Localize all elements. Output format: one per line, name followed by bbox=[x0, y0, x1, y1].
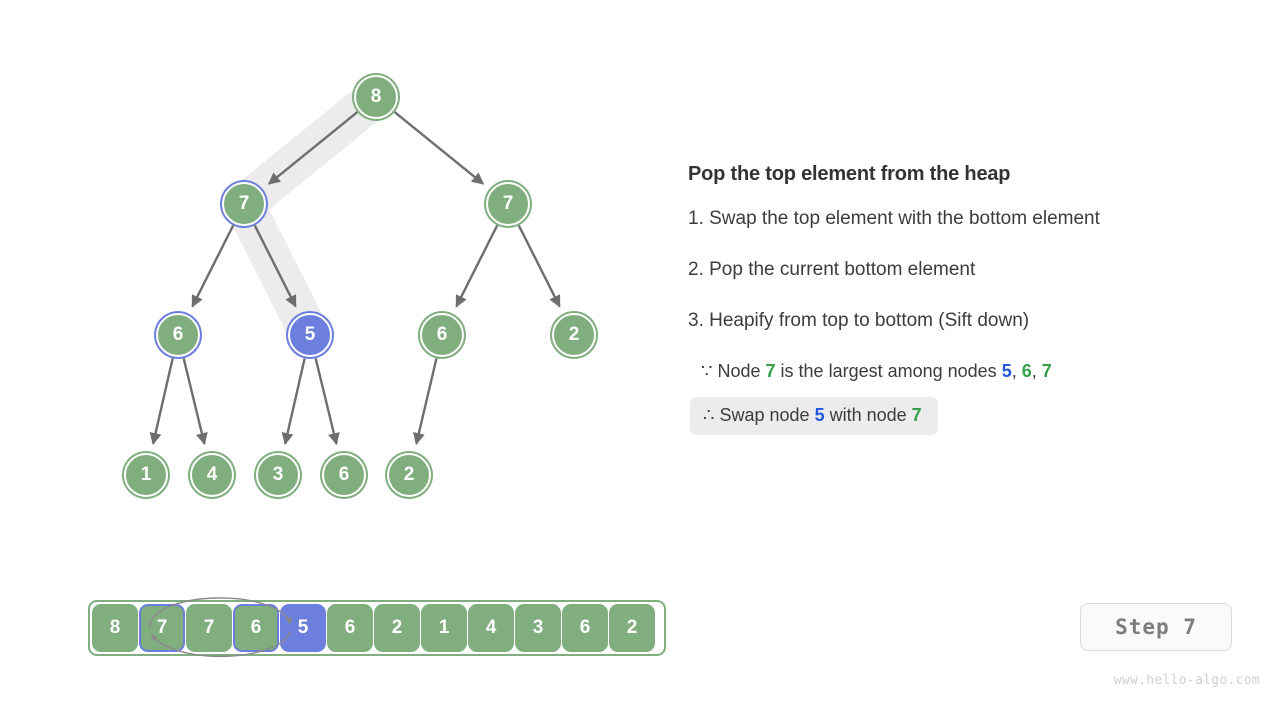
tree-diagram: 8 7 7 6 5 6 2 1 4 3 6 2 bbox=[0, 0, 680, 540]
array-frame bbox=[88, 600, 666, 656]
swap-arc-top bbox=[149, 597, 293, 629]
tree-node-n6: 2 bbox=[552, 313, 596, 357]
tree-edge bbox=[517, 224, 561, 308]
array-cell-3: 6 bbox=[233, 604, 279, 652]
tree-edge bbox=[412, 358, 438, 446]
explanation-panel: Pop the top element from the heap 1. Swa… bbox=[688, 163, 1248, 435]
step-badge: Step 7 bbox=[1080, 603, 1232, 651]
array-cell-0: 8 bbox=[92, 604, 138, 652]
array-cell-7: 1 bbox=[421, 604, 467, 652]
array-cell-1: 7 bbox=[139, 604, 185, 652]
tree-edge bbox=[455, 224, 499, 308]
array-cell-4: 5 bbox=[280, 604, 326, 652]
array-cell-8: 4 bbox=[468, 604, 514, 652]
array-cell-value: 7 bbox=[203, 617, 215, 638]
array-cell-2: 7 bbox=[186, 604, 232, 652]
reason-candidate-1: 6 bbox=[1021, 361, 1032, 381]
array-cell-list: 8 7 7 6 5 6 2 1 4 3 6 2 bbox=[92, 604, 655, 652]
array-cell-6: 2 bbox=[374, 604, 420, 652]
array-cell-value: 6 bbox=[579, 617, 591, 638]
highlight-path bbox=[224, 77, 396, 355]
array-cell-value: 4 bbox=[485, 617, 497, 638]
array-cell-11: 2 bbox=[609, 604, 655, 652]
swap-arc-indicator bbox=[149, 597, 293, 658]
tree-node-n7: 1 bbox=[124, 453, 168, 497]
tree-edge bbox=[149, 358, 174, 445]
tree-node-label: 7 bbox=[238, 193, 250, 214]
tree-node-n5: 6 bbox=[420, 313, 464, 357]
tree-edge bbox=[314, 358, 340, 446]
tree-node-label: 6 bbox=[172, 324, 184, 345]
because-symbol: ∵ bbox=[701, 361, 713, 381]
tree-node-n3: 6 bbox=[156, 313, 200, 357]
tree-edge bbox=[267, 111, 359, 185]
reason-candidate-0: 5 bbox=[1001, 361, 1012, 381]
tree-node-n1: 7 bbox=[222, 182, 266, 226]
tree-node-label: 3 bbox=[272, 464, 284, 485]
conclusion-value-b: 7 bbox=[911, 405, 922, 425]
heap-array-panel: 8 7 7 6 5 6 2 1 4 3 6 2 bbox=[88, 597, 666, 658]
page-title: Pop the top element from the heap bbox=[688, 163, 1011, 185]
array-cell-value: 3 bbox=[532, 617, 544, 638]
tree-edge-layer bbox=[149, 111, 561, 446]
watermark: www.hello-algo.com bbox=[1113, 673, 1260, 688]
tree-edge bbox=[281, 358, 306, 445]
array-cell-value: 8 bbox=[109, 617, 121, 638]
array-cell-value: 1 bbox=[438, 617, 450, 638]
tree-node-label: 4 bbox=[206, 464, 218, 485]
tree-edge bbox=[253, 224, 297, 308]
array-cell-10: 6 bbox=[562, 604, 608, 652]
tree-node-n2: 7 bbox=[486, 182, 530, 226]
array-cell-5: 6 bbox=[327, 604, 373, 652]
tree-node-label: 8 bbox=[370, 86, 382, 107]
tree-node-label: 1 bbox=[140, 464, 152, 485]
array-cell-value: 6 bbox=[250, 617, 262, 638]
tree-edge bbox=[393, 111, 485, 185]
conclusion-value-a: 5 bbox=[814, 405, 825, 425]
tree-node-label: 7 bbox=[502, 193, 514, 214]
array-cell-value: 5 bbox=[297, 617, 309, 638]
tree-node-n4: 5 bbox=[288, 313, 332, 357]
tree-node-label: 2 bbox=[403, 464, 415, 485]
reason-node-value: 7 bbox=[765, 361, 776, 381]
array-cell-value: 6 bbox=[344, 617, 356, 638]
instruction-step-3: 3. Heapify from top to bottom (Sift down… bbox=[688, 310, 1030, 331]
reason-candidate-list: 5, 6, 7 bbox=[1001, 361, 1052, 381]
reason-pre: Node bbox=[717, 361, 761, 381]
tree-node-n11: 2 bbox=[387, 453, 431, 497]
conclusion-line: ∴ Swap node 5 with node 7 bbox=[690, 397, 938, 435]
tree-node-n8: 4 bbox=[190, 453, 234, 497]
instruction-step-1: 1. Swap the top element with the bottom … bbox=[688, 208, 1100, 229]
tree-edge bbox=[191, 224, 235, 308]
array-cell-9: 3 bbox=[515, 604, 561, 652]
tree-edge bbox=[182, 358, 208, 446]
instruction-step-2: 2. Pop the current bottom element bbox=[688, 259, 976, 280]
tree-node-n10: 6 bbox=[322, 453, 366, 497]
tree-node-label: 6 bbox=[338, 464, 350, 485]
reason-mid: is the largest among nodes bbox=[780, 361, 997, 381]
array-cell-value: 7 bbox=[156, 617, 168, 638]
tree-node-label: 2 bbox=[568, 324, 580, 345]
tree-node-label: 6 bbox=[436, 324, 448, 345]
tree-node-n9: 3 bbox=[256, 453, 300, 497]
tree-node-label: 5 bbox=[304, 324, 316, 345]
array-cell-value: 2 bbox=[626, 617, 638, 638]
conclusion-mid: with node bbox=[829, 405, 907, 425]
therefore-symbol: ∴ bbox=[703, 405, 715, 425]
reason-line: ∵ Node 7 is the largest among nodes 5, 6… bbox=[701, 361, 1248, 382]
reason-candidate-2: 7 bbox=[1041, 361, 1052, 381]
tree-node-n0: 8 bbox=[354, 75, 398, 119]
swap-arc-bottom bbox=[151, 631, 291, 658]
conclusion-pre: Swap node bbox=[719, 405, 810, 425]
array-cell-value: 2 bbox=[391, 617, 403, 638]
